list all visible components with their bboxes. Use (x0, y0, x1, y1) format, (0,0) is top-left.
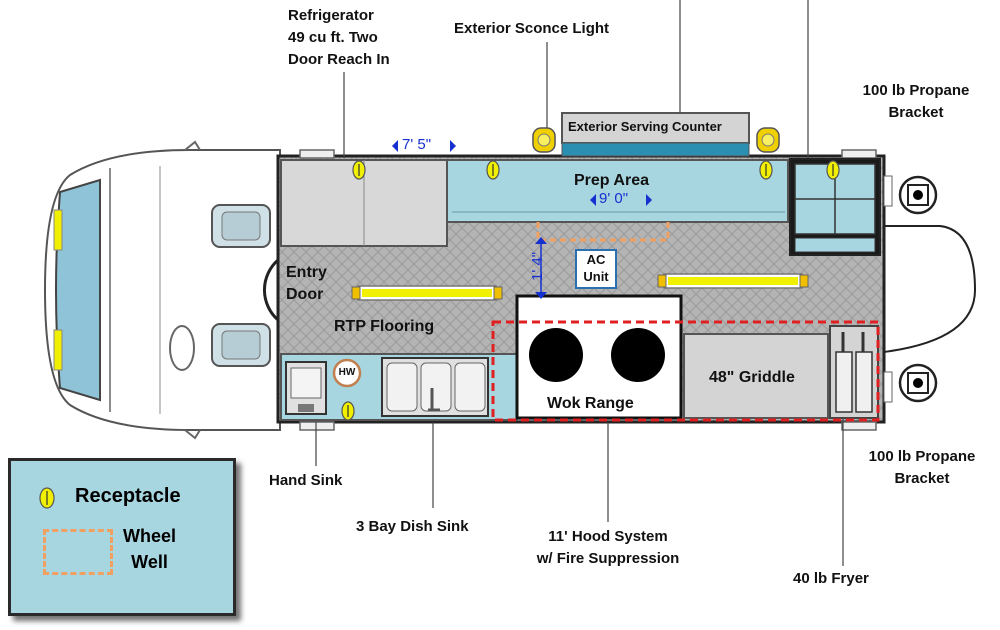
leader-lines (315, 0, 844, 566)
ceiling-light-right (657, 273, 809, 289)
rear-door-swing (883, 225, 977, 353)
hot-water-label: HW (338, 367, 356, 378)
ceiling-light-left (351, 285, 503, 301)
ac-unit-label-line2: Unit (583, 269, 609, 284)
wheel-well-legend-icon (43, 529, 113, 575)
receptacle-icons (341, 160, 840, 421)
legend-wheel-well-line2: Well (131, 552, 168, 572)
exterior-sconce-light-left (532, 127, 556, 153)
hot-water-heater (332, 358, 362, 388)
refrigerator-label-line2: 49 cu ft. Two (288, 29, 378, 46)
fridge-width-dimension: 7' 5" (402, 136, 432, 153)
exterior-sconce-label: Exterior Sconce Light (454, 20, 610, 37)
hood-system-label: 11' Hood System w/ Fire Suppression (500, 526, 716, 570)
propane-bracket-bottom (898, 363, 938, 403)
propane-bracket-top (898, 175, 938, 215)
prep-width-dimension: 9' 0" (599, 190, 629, 207)
hood-system-outline (491, 320, 880, 422)
ac-unit-label: AC Unit (576, 251, 616, 285)
hood-system-label-line2: w/ Fire Suppression (536, 550, 680, 567)
entry-door-label-line1: Entry (286, 264, 327, 281)
ac-unit (575, 249, 617, 289)
wheel-well-top (536, 222, 670, 242)
legend-wheel-well-label: Wheel Well (123, 523, 176, 575)
exterior-sconce-light-right (756, 127, 780, 153)
wok-range-label: Wok Range (547, 395, 634, 412)
hand-sink-label: Hand Sink (269, 472, 343, 489)
refrigerator-label-line1: Refrigerator (288, 7, 374, 24)
griddle (683, 333, 829, 419)
ac-unit-label-line1: AC (586, 252, 606, 267)
legend-wheel-well-line1: Wheel (123, 526, 177, 546)
refrigerator-label: Refrigerator 49 cu ft. Two Door Reach In (288, 5, 390, 71)
legend: Receptacle Wheel Well (8, 458, 236, 616)
dimension-arrows (392, 140, 652, 299)
receptacle-icon (39, 487, 55, 509)
propane-top-label-line2: Bracket (888, 104, 944, 121)
propane-bottom-label-line1: 100 lb Propane (868, 448, 976, 465)
propane-bottom-label-line2: Bracket (894, 470, 950, 487)
flooring-label: RTP Flooring (334, 318, 435, 335)
dish-sink-label: 3 Bay Dish Sink (356, 518, 469, 535)
fryer-label: 40 lb Fryer (793, 570, 869, 587)
propane-top-label-line1: 100 lb Propane (862, 82, 970, 99)
refrigerator-label-line3: Door Reach In (288, 51, 390, 68)
exterior-counter-label: Exterior Serving Counter (568, 119, 722, 134)
hood-system-label-line1: 11' Hood System (548, 528, 668, 545)
truck-cab (43, 140, 281, 440)
propane-bottom-label: 100 lb Propane Bracket (854, 446, 990, 490)
aisle-dimension: 1' 4" (529, 251, 547, 282)
prep-area-label: Prep Area (574, 172, 649, 189)
griddle-label: 48" Griddle (709, 369, 795, 386)
legend-receptacle-label: Receptacle (75, 485, 181, 507)
entry-door-label: Entry Door (286, 262, 327, 306)
propane-top-label: 100 lb Propane Bracket (850, 80, 982, 124)
entry-door-label-line2: Door (286, 286, 324, 303)
